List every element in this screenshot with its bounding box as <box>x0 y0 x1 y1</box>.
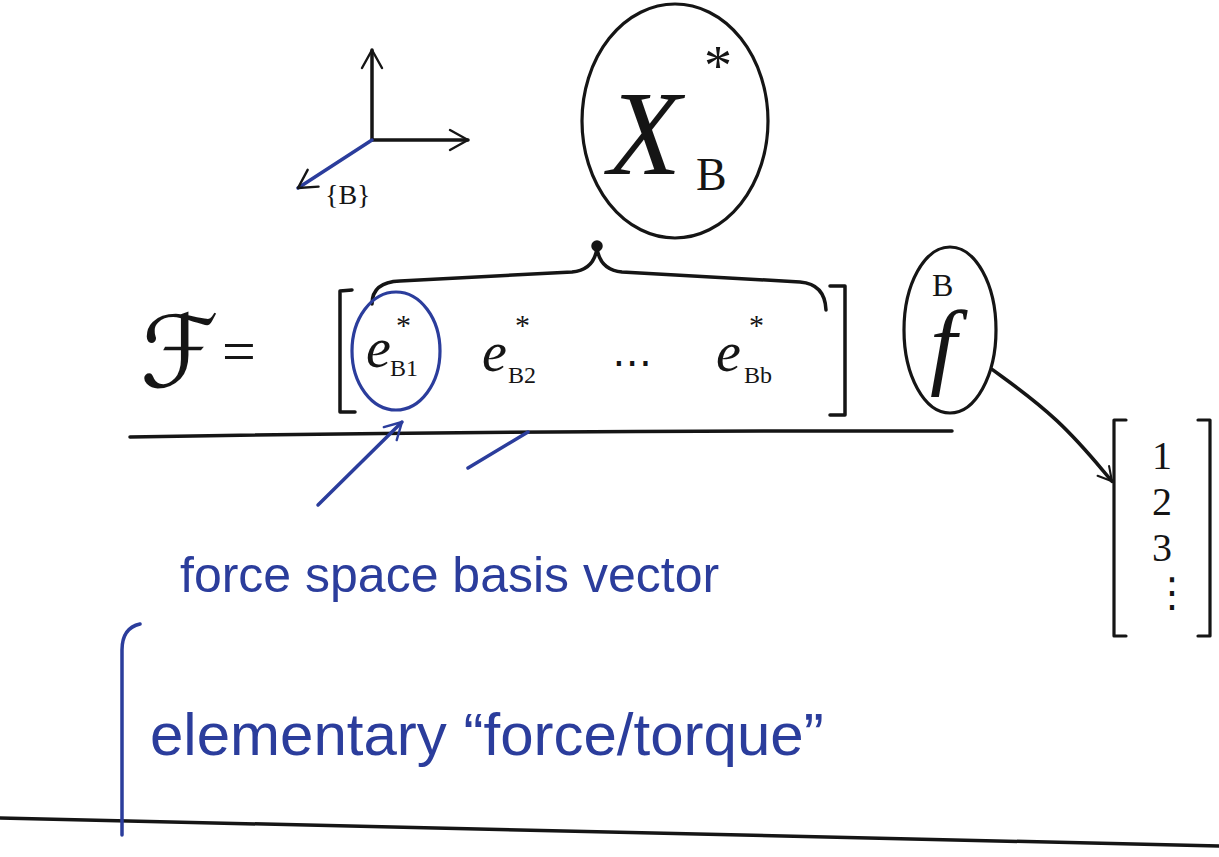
leader-arrow <box>318 422 402 505</box>
subscript: B1 <box>390 356 418 380</box>
frame-name: {B} <box>325 180 371 211</box>
superscript: * <box>396 310 411 340</box>
vector-bracket <box>1198 420 1210 636</box>
vector-entry: ⋮ <box>1152 572 1192 612</box>
subscript: B <box>696 152 727 198</box>
annotation: elementary “force/torque” <box>150 702 824 768</box>
math-symbol: e <box>482 322 507 384</box>
circled-symbol: X * B <box>580 2 770 240</box>
vector-entry: 1 <box>1152 436 1172 476</box>
circled-basis-vector: e* B1 <box>350 290 442 412</box>
equation-underline <box>130 431 952 437</box>
math-symbol: ℱ <box>140 298 219 408</box>
equals-sign: = <box>222 318 256 384</box>
circle-outline <box>350 290 442 412</box>
right-bracket <box>830 286 845 415</box>
math-symbol: e <box>366 320 391 376</box>
math-symbol: f <box>930 297 957 393</box>
vector-bracket <box>1114 420 1126 636</box>
superscript: * <box>515 308 530 341</box>
circle-outline <box>904 247 996 413</box>
vector-entry: 3 <box>1152 528 1172 568</box>
math-symbol: e <box>716 322 741 384</box>
curly-brace <box>372 248 826 310</box>
z-axis <box>370 50 374 140</box>
vector-entry: 2 <box>1152 482 1172 522</box>
superscript: * <box>704 38 732 94</box>
pointer-tick <box>468 432 528 468</box>
column-vector: 1 2 3⋮ <box>1112 418 1212 638</box>
circle-outline <box>352 292 440 410</box>
subscript: B2 <box>508 362 536 388</box>
superscript: * <box>749 308 764 341</box>
math-symbol: X <box>608 74 681 194</box>
circle-outline <box>582 4 768 238</box>
note-bracket <box>122 624 140 835</box>
annotation: force space basis vector <box>180 548 719 603</box>
section-divider <box>0 818 1219 846</box>
subscript: Bb <box>744 362 772 388</box>
y-axis <box>372 138 468 142</box>
connector-arrow <box>992 370 1112 482</box>
brace-dot <box>593 242 601 250</box>
circled-coordinates: Bf <box>902 245 998 415</box>
ellipsis: ⋯ <box>612 340 652 384</box>
